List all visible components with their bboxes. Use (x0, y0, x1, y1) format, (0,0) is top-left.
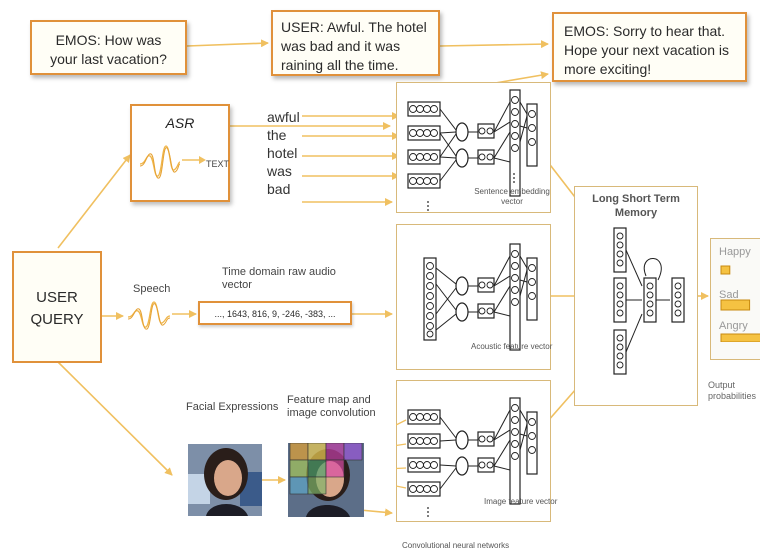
lstm-diagram (613, 227, 685, 375)
sad-bar (720, 299, 751, 311)
output-label: Output probabilities (708, 380, 756, 402)
user-query-line2: QUERY (30, 311, 84, 328)
transcript-word: bad (267, 181, 291, 197)
feature-map-label: Feature map and image convolution (287, 394, 376, 420)
output-bars (720, 265, 760, 342)
feature-map-image (288, 443, 364, 517)
sad-label: Sad (719, 289, 739, 301)
acoustic-network-diagram (423, 243, 538, 351)
lstm-title-line2: Memory (614, 207, 658, 219)
user-reply-text: USER: Awful. The hotel was bad and it wa… (281, 19, 427, 73)
speech-label: Speech (133, 283, 171, 295)
facial-expressions-label: Facial Expressions (186, 401, 279, 413)
transcript-word: hotel (267, 145, 298, 161)
sentence-vector-line1: Sentence embedding (474, 187, 550, 196)
output-label-line2: probabilities (708, 391, 757, 401)
user-query-box: USER QUERY (12, 251, 102, 363)
image-cnn-panel (396, 380, 551, 522)
word-arrows (302, 112, 400, 180)
sentence-vector-line2: vector (501, 197, 523, 206)
raw-audio-label-line1: Time domain raw audio (222, 266, 336, 278)
sentence-vector-label: Sentence embedding vector (474, 187, 550, 207)
feature-map-label-line2: image convolution (287, 407, 376, 419)
asr-box: ASR TEXT (130, 104, 230, 202)
face-photo (188, 444, 262, 516)
happy-label: Happy (719, 246, 751, 258)
image-vector-label: Image feature vector (484, 497, 558, 506)
transcript-word: awful (267, 109, 300, 125)
emos-response-text: EMOS: Sorry to hear that. Hope your next… (564, 23, 729, 77)
raw-audio-values: ..., 1643, 816, 9, -246, -383, ... (214, 309, 336, 319)
asr-waveform-icon (139, 145, 181, 179)
speech-waveform-icon (127, 301, 171, 330)
lstm-title-line1: Long Short Term (592, 193, 680, 205)
emos-response-bubble: EMOS: Sorry to hear that. Hope your next… (552, 12, 747, 82)
cnn-caption: Convolutional neural networks (402, 541, 510, 550)
feature-map-label-line1: Feature map and (287, 394, 371, 406)
angry-label: Angry (719, 320, 748, 332)
asr-arrow (182, 156, 206, 164)
user-query-line1: USER (36, 289, 78, 306)
raw-audio-vector-box: ..., 1643, 816, 9, -246, -383, ... (198, 301, 352, 325)
acoustic-vector-label: Acoustic feature vector (471, 342, 553, 351)
emos-question-bubble: EMOS: How was your last vacation? (30, 20, 187, 75)
angry-bar (720, 333, 760, 342)
lstm-title: Long Short Term Memory (574, 192, 698, 220)
transcript-word: the (267, 127, 287, 143)
user-reply-bubble: USER: Awful. The hotel was bad and it wa… (271, 10, 440, 76)
happy-bar (720, 265, 731, 275)
image-network-diagram (396, 397, 538, 517)
sentence-network-diagram (407, 89, 538, 211)
output-label-line1: Output (708, 380, 736, 390)
acoustic-cnn-panel (396, 224, 551, 370)
emos-question-text: EMOS: How was your last vacation? (50, 32, 167, 67)
asr-title: ASR (165, 115, 195, 131)
transcript-word: was (267, 163, 292, 179)
raw-audio-label: Time domain raw audio vector (222, 266, 336, 292)
raw-audio-label-line2: vector (222, 279, 252, 291)
asr-output-label: TEXT (206, 159, 230, 169)
